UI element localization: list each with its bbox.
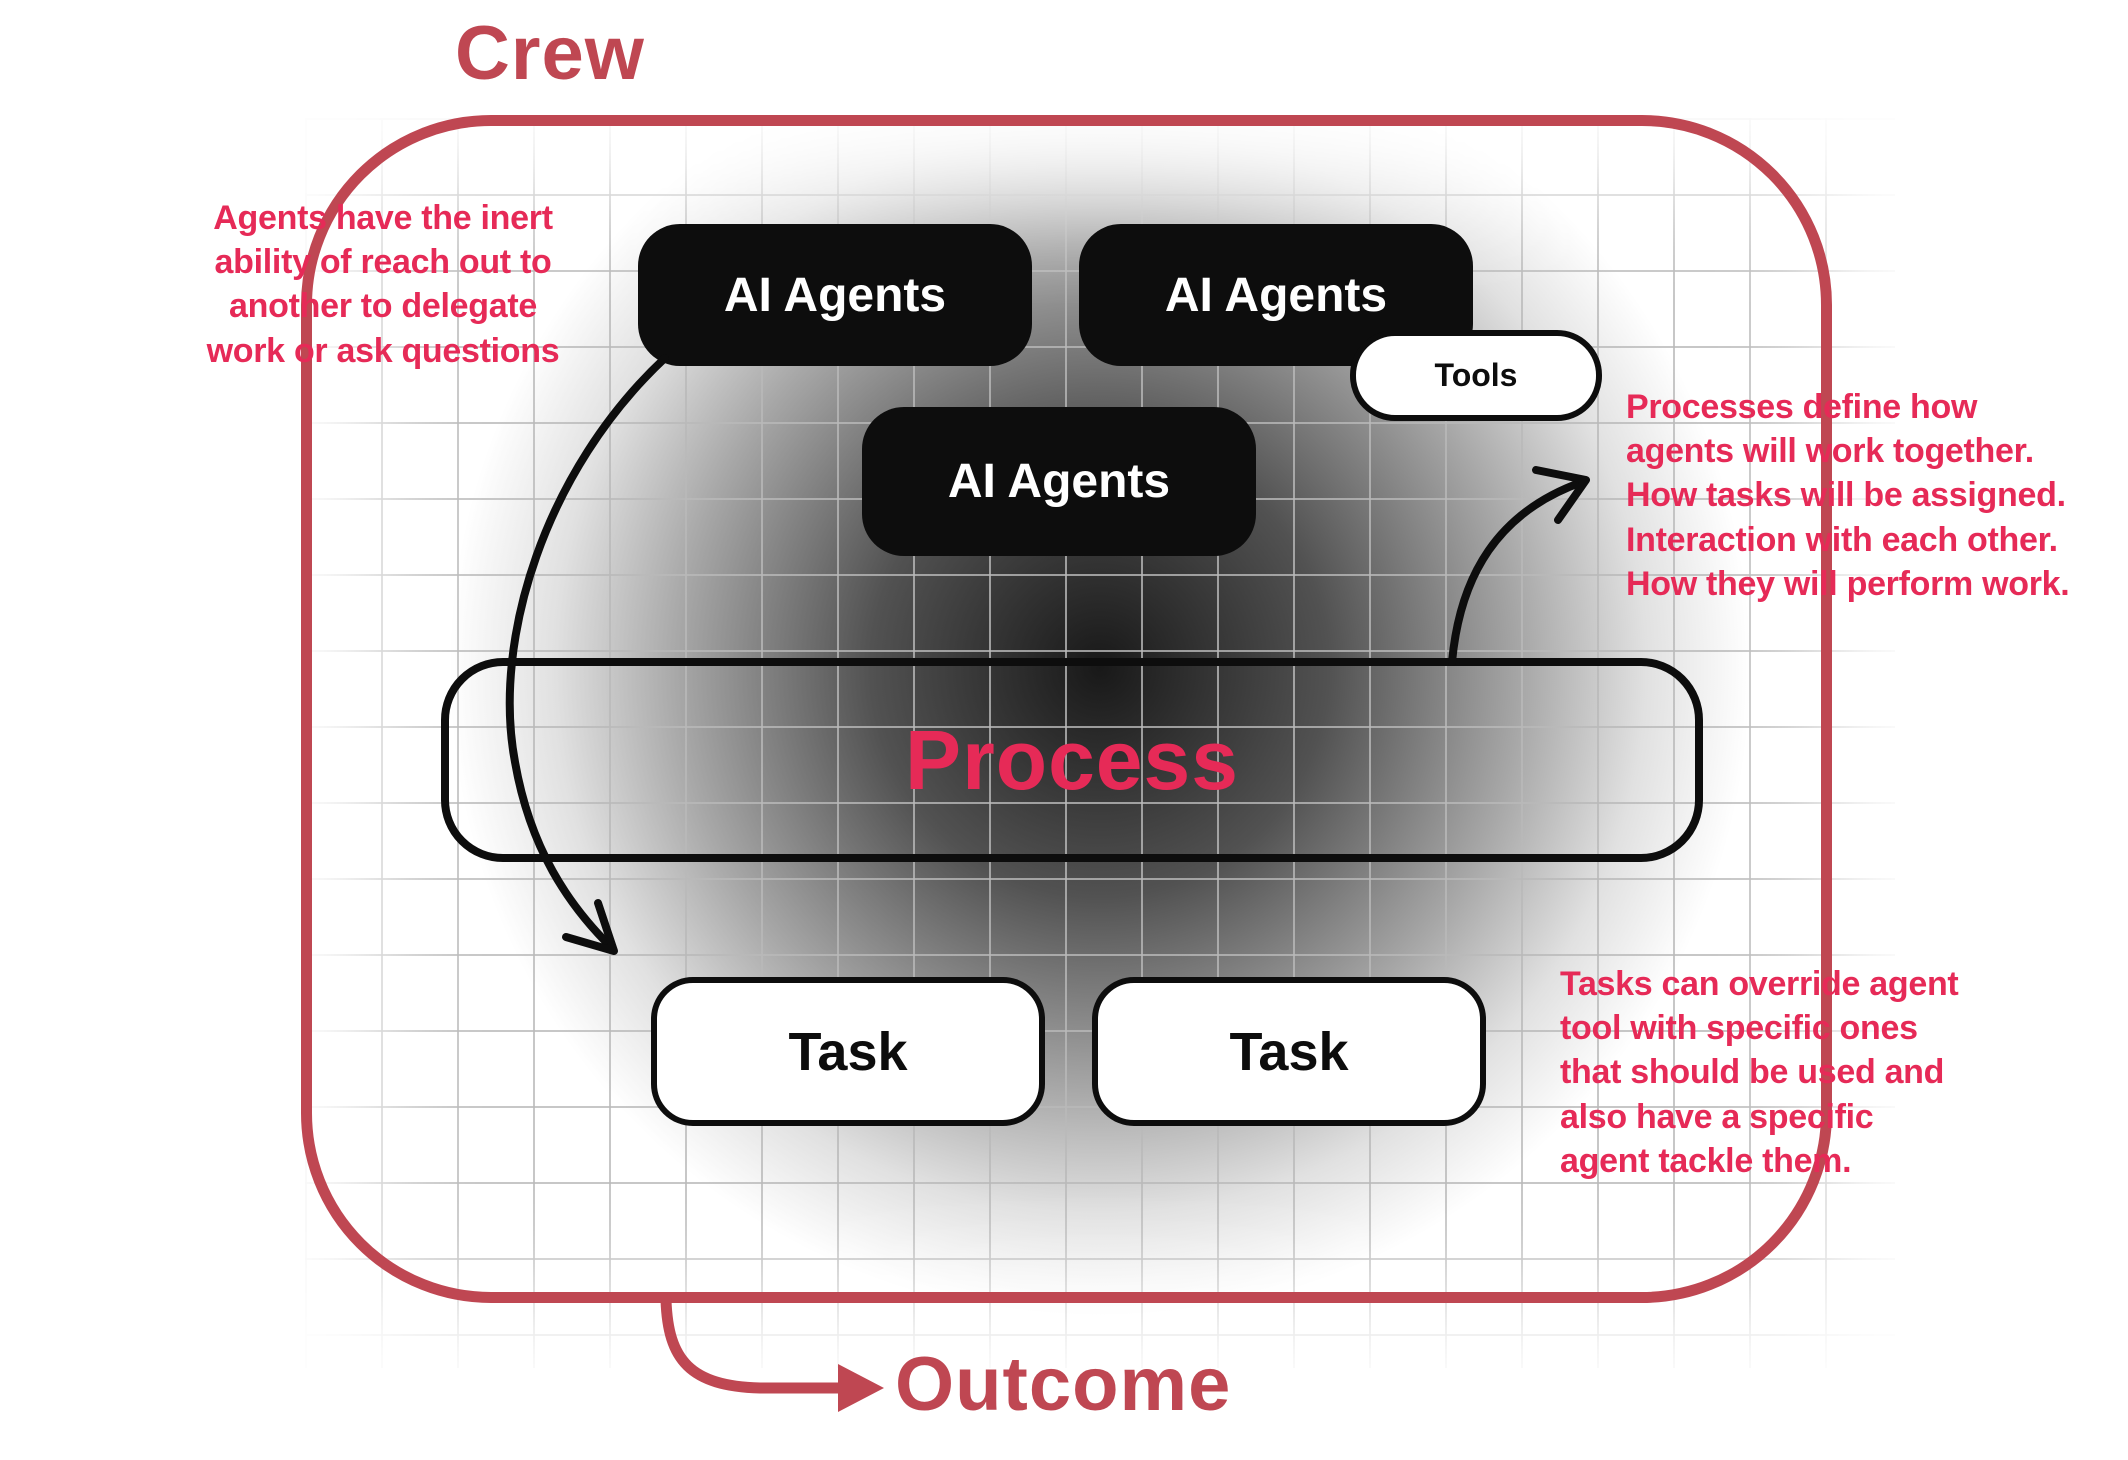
task-label-1: Task xyxy=(788,1021,908,1082)
tools-box: Tools xyxy=(1350,330,1602,421)
delegation-annotation: Agents have the inert ability of reach o… xyxy=(206,199,560,370)
ai-agents-box-3: AI Agents xyxy=(862,407,1256,556)
tools-label: Tools xyxy=(1434,357,1518,393)
process-box: Process xyxy=(441,658,1703,862)
crew-boundary-outline xyxy=(301,115,1832,1303)
task-box-1: Task xyxy=(651,977,1045,1126)
outcome-title: Outcome xyxy=(895,1342,1232,1427)
ai-agents-box-2: AI Agents xyxy=(1079,224,1473,366)
ai-agents-label-2: AI Agents xyxy=(1164,268,1388,322)
tasks-annotation: Tasks can override agent tool with speci… xyxy=(1560,965,1959,1180)
ai-agents-label-3: AI Agents xyxy=(947,455,1171,508)
task-label-2: Task xyxy=(1229,1021,1349,1082)
task-box-2: Task xyxy=(1092,977,1486,1126)
ai-agents-label-1: AI Agents xyxy=(723,268,947,322)
crew-title: Crew xyxy=(455,11,645,96)
process-label: Process xyxy=(905,712,1239,807)
process-annotation: Processes define how agents will work to… xyxy=(1626,388,2070,603)
ai-agents-box-1: AI Agents xyxy=(638,224,1032,366)
